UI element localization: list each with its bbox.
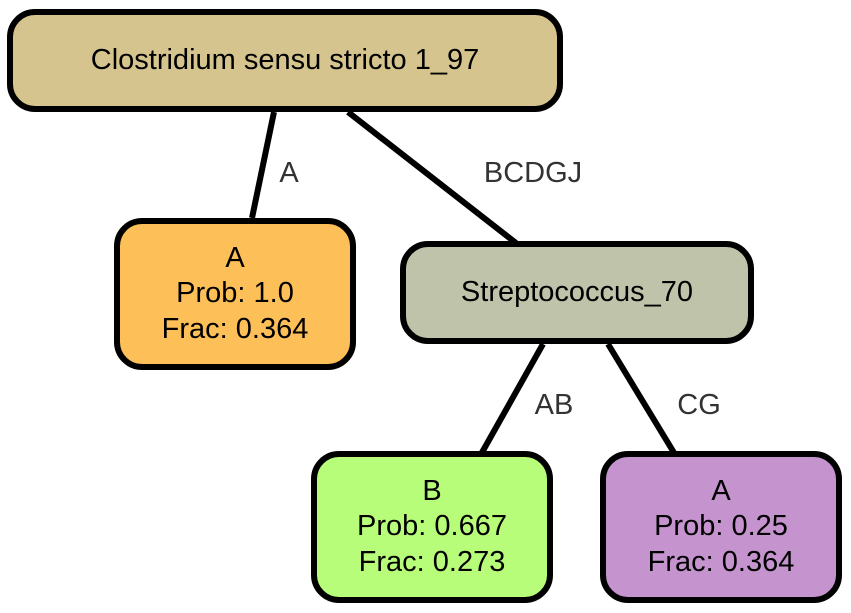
edge-label-cg: CG <box>677 389 721 421</box>
leaf-class: B <box>422 474 442 507</box>
edge-label-ab: AB <box>534 389 574 421</box>
root-node-label: Clostridium sensu stricto 1_97 <box>90 43 480 76</box>
root-node: Clostridium sensu stricto 1_97 <box>7 9 563 112</box>
edge-label-bcdgj: BCDGJ <box>483 157 583 189</box>
edge-label-a: A <box>279 157 299 189</box>
leaf-prob: Prob: 1.0 <box>176 277 294 310</box>
leaf-frac: Frac: 0.364 <box>161 312 309 345</box>
leaf-node-b: B Prob: 0.667 Frac: 0.273 <box>311 451 553 603</box>
leaf-prob: Prob: 0.667 <box>357 510 507 543</box>
leaf-prob: Prob: 0.25 <box>654 510 788 543</box>
leaf-node-a-prob-025: A Prob: 0.25 Frac: 0.364 <box>600 451 842 603</box>
leaf-node-a-prob-1: A Prob: 1.0 Frac: 0.364 <box>114 218 356 370</box>
leaf-frac: Frac: 0.273 <box>358 545 506 578</box>
edge-root-to-leaf-a1 <box>249 111 277 219</box>
streptococcus-node-label: Streptococcus_70 <box>460 275 694 308</box>
leaf-class: A <box>225 241 245 274</box>
edge-root-to-streptococcus <box>346 109 518 246</box>
edge-streptococcus-to-leaf-a2 <box>605 342 679 458</box>
edge-streptococcus-to-leaf-b <box>477 342 546 458</box>
streptococcus-node: Streptococcus_70 <box>400 241 754 344</box>
leaf-frac: Frac: 0.364 <box>647 545 795 578</box>
leaf-class: A <box>711 474 731 507</box>
